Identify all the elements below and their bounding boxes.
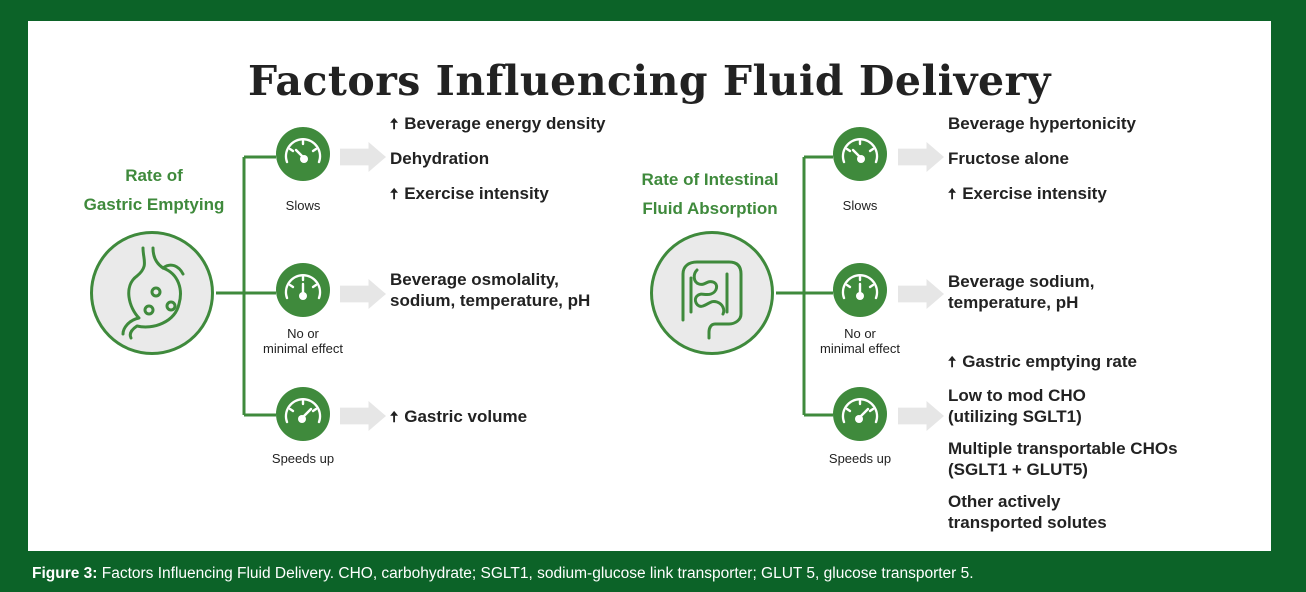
factor-line: Low to mod CHO	[948, 386, 1086, 405]
gauge-fast-icon	[284, 398, 322, 424]
intestinal-label-line2: Fluid Absorption	[642, 199, 778, 218]
right-no-effect-label: No or minimal effect	[810, 326, 910, 356]
left-no-effect-label: No or minimal effect	[253, 326, 353, 356]
factor-line: temperature, pH	[948, 293, 1079, 312]
factor-line: Multiple transportable CHOs	[948, 439, 1178, 458]
factor-line: Beverage sodium,	[948, 272, 1095, 291]
right-slows-gauge	[833, 127, 887, 181]
right-no-effect-line1: No or	[844, 326, 876, 341]
factor-multiple-cho: Multiple transportable CHOs (SGLT1 + GLU…	[948, 438, 1178, 480]
left-speeds-label: Speeds up	[271, 451, 335, 466]
right-speeds-gauge	[833, 387, 887, 441]
intestine-circle	[650, 231, 774, 355]
factor-energy-density: 🠅 Beverage energy density	[390, 113, 605, 135]
factor-hypertonicity: Beverage hypertonicity	[948, 114, 1137, 133]
right-speeds-label: Speeds up	[828, 451, 892, 466]
gauge-slow-icon	[841, 138, 879, 164]
right-no-effect-gauge	[833, 263, 887, 317]
figure-caption: Figure 3: Factors Influencing Fluid Deli…	[32, 565, 974, 583]
increase-arrow-icon: 🠅	[390, 186, 399, 203]
factor-gastric-volume: 🠅 Gastric volume	[390, 406, 527, 428]
figure-panel: Factors Influencing Fluid Delivery Rate …	[28, 21, 1271, 551]
intestinal-absorption-label: Rate of Intestinal Fluid Absorption	[620, 165, 800, 223]
gauge-slow-icon	[284, 138, 322, 164]
left-no-effect-gauge	[276, 263, 330, 317]
left-speeds-gauge	[276, 387, 330, 441]
factor-low-mod-cho: Low to mod CHO (utilizing SGLT1)	[948, 385, 1086, 427]
factor-line: sodium, temperature, pH	[390, 291, 591, 310]
increase-arrow-icon: 🠅	[390, 409, 399, 426]
factor-dehydration: Dehydration	[390, 149, 490, 168]
factor-exercise-intensity-gastric: 🠅 Exercise intensity	[390, 183, 549, 205]
factor-other-solutes: Other actively transported solutes	[948, 491, 1107, 533]
gauge-neutral-icon	[841, 274, 879, 300]
factor-text: Gastric emptying rate	[962, 352, 1137, 371]
left-no-effect-line2: minimal effect	[263, 341, 343, 356]
factor-text: Exercise intensity	[404, 184, 549, 203]
stomach-icon	[121, 246, 185, 340]
factor-text: Beverage energy density	[404, 114, 606, 133]
factor-fructose: Fructose alone	[948, 149, 1069, 168]
factor-line: (SGLT1 + GLUT5)	[948, 460, 1088, 479]
factor-exercise-intensity-intestinal: 🠅 Exercise intensity	[948, 183, 1107, 205]
caption-text: Factors Influencing Fluid Delivery. CHO,…	[97, 565, 974, 582]
diagram-title: Factors Influencing Fluid Delivery	[248, 57, 1051, 105]
left-slows-label: Slows	[285, 198, 321, 213]
factor-beverage-sodium: Beverage sodium, temperature, pH	[948, 271, 1094, 313]
gastric-emptying-label: Rate of Gastric Emptying	[66, 161, 242, 219]
caption-prefix: Figure 3:	[32, 565, 98, 582]
factor-line: (utilizing SGLT1)	[948, 407, 1082, 426]
intestine-icon	[681, 260, 743, 340]
factor-line: transported solutes	[948, 513, 1107, 532]
right-slows-label: Slows	[842, 198, 878, 213]
increase-arrow-icon: 🠅	[948, 354, 957, 371]
factor-gastric-emptying-rate: 🠅 Gastric emptying rate	[948, 351, 1137, 373]
factor-text: Gastric volume	[404, 407, 528, 426]
gauge-neutral-icon	[284, 274, 322, 300]
right-no-effect-line2: minimal effect	[820, 341, 900, 356]
increase-arrow-icon: 🠅	[948, 186, 957, 203]
factor-line: Other actively	[948, 492, 1061, 511]
left-no-effect-line1: No or	[287, 326, 319, 341]
factor-text: Exercise intensity	[962, 184, 1107, 203]
factor-osmolality: Beverage osmolality, sodium, temperature…	[390, 269, 590, 311]
factor-line: Beverage osmolality,	[390, 270, 559, 289]
gastric-label-line1: Rate of	[125, 166, 183, 185]
increase-arrow-icon: 🠅	[390, 116, 399, 133]
gastric-label-line2: Gastric Emptying	[83, 195, 225, 214]
gauge-fast-icon	[841, 398, 879, 424]
left-slows-gauge	[276, 127, 330, 181]
intestinal-label-line1: Rate of Intestinal	[641, 170, 779, 189]
stomach-circle	[90, 231, 214, 355]
connector-lines	[216, 155, 833, 417]
